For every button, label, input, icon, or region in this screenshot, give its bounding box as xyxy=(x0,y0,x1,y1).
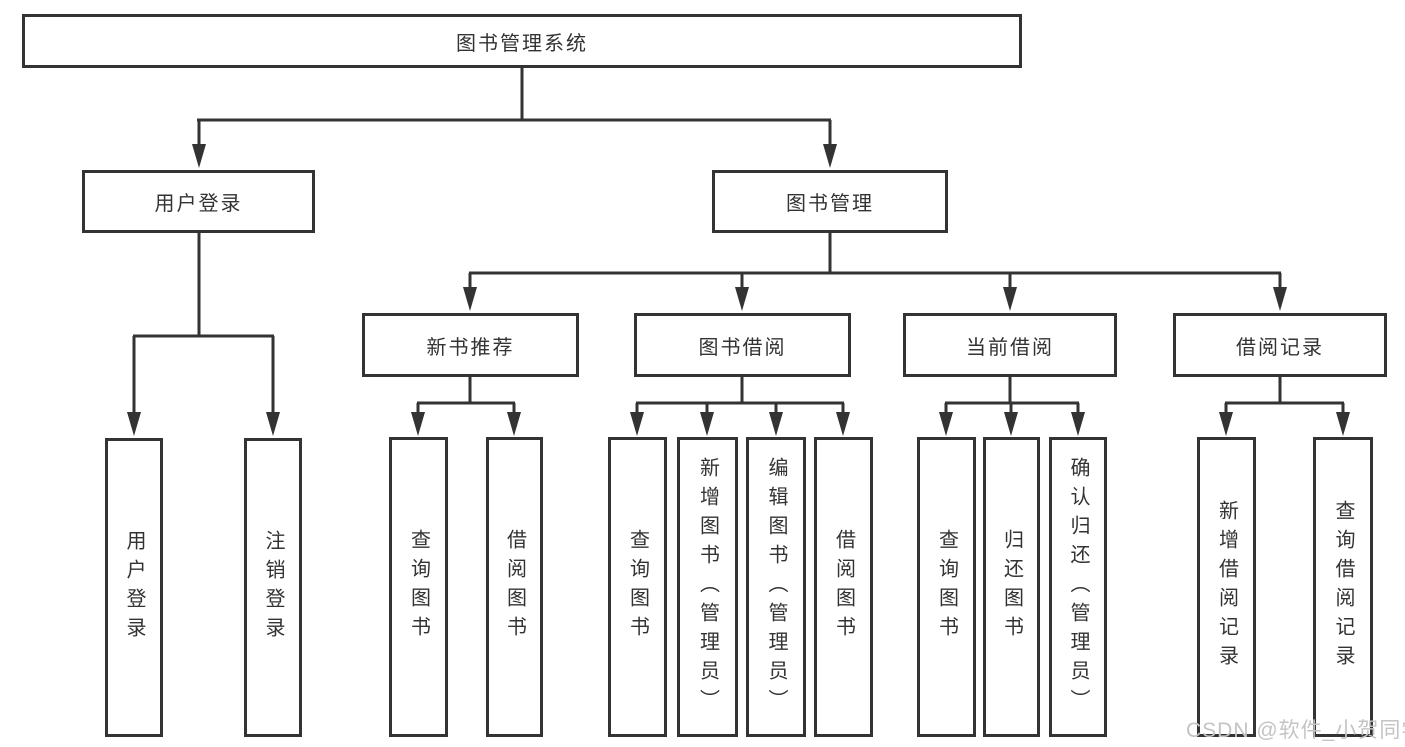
leaf-user-login: 用户登录 xyxy=(105,438,163,737)
arrowheads xyxy=(127,144,1350,436)
leaf-borrow-books: 借阅图书 xyxy=(814,437,873,737)
leaf-query-books-borrow: 查询图书 xyxy=(608,437,667,737)
csdn-watermark: CSDN @软件_小贺同学 xyxy=(1186,719,1405,742)
leaf-return-books: 归还图书 xyxy=(983,437,1040,737)
node-borrow-records: 借阅记录 xyxy=(1173,313,1387,377)
leaf-borrow-books-recommend: 借阅图书 xyxy=(486,437,543,737)
leaf-logout: 注销登录 xyxy=(244,438,302,737)
leaf-query-borrow-record: 查询借阅记录 xyxy=(1313,437,1373,737)
leaf-add-borrow-record: 新增借阅记录 xyxy=(1197,437,1256,737)
leaf-confirm-return-admin: 确认归还（管理员） xyxy=(1049,437,1107,737)
node-current-borrow: 当前借阅 xyxy=(903,313,1117,377)
node-book-management: 图书管理 xyxy=(712,170,948,233)
node-root: 图书管理系统 xyxy=(22,14,1022,68)
node-new-book-recommend: 新书推荐 xyxy=(362,313,579,377)
leaf-query-books-current: 查询图书 xyxy=(917,437,976,737)
leaf-add-books-admin: 新增图书（管理员） xyxy=(677,437,738,737)
node-user-login: 用户登录 xyxy=(82,170,315,233)
leaf-edit-books-admin: 编辑图书（管理员） xyxy=(746,437,806,737)
connector-strokes xyxy=(132,68,1345,416)
node-book-borrow: 图书借阅 xyxy=(634,313,851,377)
leaf-query-books-recommend: 查询图书 xyxy=(389,437,448,737)
